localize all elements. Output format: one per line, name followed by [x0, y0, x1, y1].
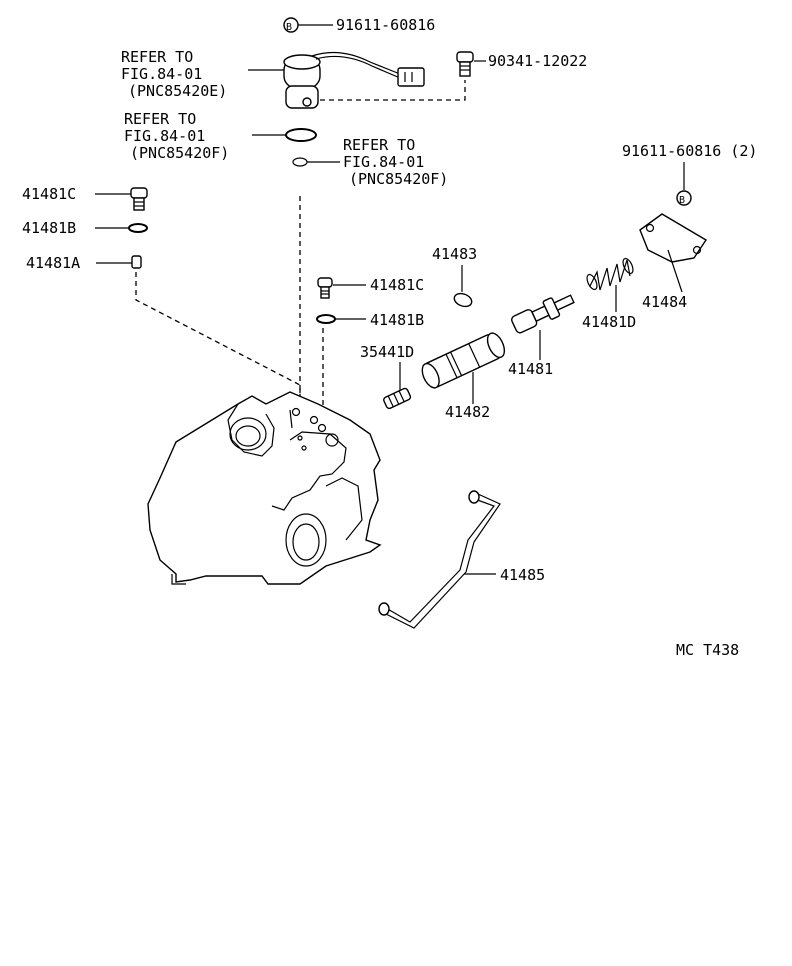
label-91611-60816-top: 91611-60816 — [336, 16, 435, 34]
transmission-housing — [147, 391, 382, 585]
refer-1-line-2: FIG.84-01 — [121, 65, 202, 83]
refer-1: REFER TO FIG.84-01 (PNC85420E) — [121, 48, 227, 100]
plug-90341: 90341-12022 — [456, 51, 587, 77]
figure-code: MC T438 — [676, 641, 739, 659]
label-41481: 41481 — [508, 360, 553, 378]
o-ring-large — [252, 128, 317, 142]
label-41485: 41485 — [500, 566, 545, 584]
o-ring-41481B-left: 41481B — [22, 219, 148, 237]
bolt-41481C-mid: 41481C — [317, 276, 424, 299]
label-41481B-mid: 41481B — [370, 311, 424, 329]
cover-41484: 41484 — [639, 213, 707, 311]
refer-2-line-1: REFER TO — [124, 110, 196, 128]
refer-3-line-2: FIG.84-01 — [343, 153, 424, 171]
label-41482: 41482 — [445, 403, 490, 421]
filter-35441D: 35441D — [360, 343, 414, 410]
refer-2: REFER TO FIG.84-01 (PNC85420F) — [124, 110, 229, 162]
refer-3-line-1: REFER TO — [343, 136, 415, 154]
bolt-right-callout: 91611-60816 (2) B — [622, 142, 757, 206]
sleeve-41482: 41482 — [421, 332, 506, 421]
refer-1-line-3: (PNC85420E) — [128, 82, 227, 100]
o-ring-41481B-mid: 41481B — [316, 311, 424, 329]
label-41481B-left: 41481B — [22, 219, 76, 237]
refer-1-line-1: REFER TO — [121, 48, 193, 66]
label-90341-12022: 90341-12022 — [488, 52, 587, 70]
refer-2-line-3: (PNC85420F) — [130, 144, 229, 162]
label-35441D: 35441D — [360, 343, 414, 361]
o-ring-small — [292, 157, 340, 167]
label-41481D: 41481D — [582, 313, 636, 331]
bolt-41481C-left: 41481C — [22, 185, 148, 211]
refer-3-line-3: (PNC85420F) — [349, 170, 448, 188]
part-41483: 41483 — [432, 245, 477, 308]
pin-41481A: 41481A — [26, 254, 142, 272]
label-41481A: 41481A — [26, 254, 80, 272]
pipe-41485: 41485 — [378, 490, 545, 629]
bolt-right-b-mark: B — [679, 195, 685, 206]
bolt-top-callout: B 91611-60816 — [283, 16, 435, 34]
bolt-top-b-mark: B — [286, 22, 292, 33]
valve-41481: 41481 — [508, 294, 575, 378]
refer-3: REFER TO FIG.84-01 (PNC85420F) — [343, 136, 448, 188]
label-41481C-left: 41481C — [22, 185, 76, 203]
label-41483: 41483 — [432, 245, 477, 263]
label-41484: 41484 — [642, 293, 687, 311]
refer-2-line-2: FIG.84-01 — [124, 127, 205, 145]
dash-left-to-housing — [135, 272, 301, 410]
label-91611-60816-right: 91611-60816 (2) — [622, 142, 757, 160]
spring-41481D: 41481D — [582, 257, 636, 331]
label-41481C-mid: 41481C — [370, 276, 424, 294]
solenoid-assembly — [248, 52, 466, 109]
